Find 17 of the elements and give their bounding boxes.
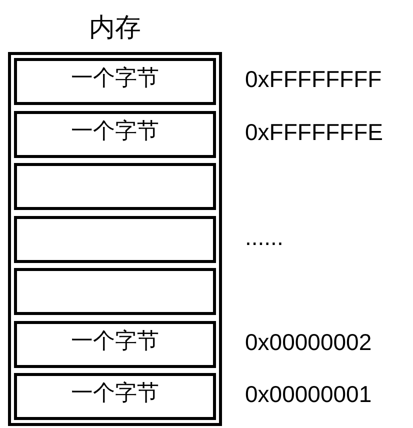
empty-cell [14,216,216,262]
address-label: 0xFFFFFFFF [245,65,382,94]
memory-cell [14,110,216,158]
address-label: 0x00000001 [245,380,372,409]
empty-cell [14,163,216,210]
address-label: 0xFFFFFFFE [245,118,383,146]
memory-title: 内存 [88,12,142,45]
address-label: ...... [245,222,284,252]
cell-text: 一个字节 [70,118,160,146]
empty-cell [14,268,216,315]
cell-text: 一个字节 [70,65,160,93]
memory-cell [14,58,216,105]
cell-text: 一个字节 [70,380,160,408]
memory-cell [14,320,216,368]
cell-text: 一个字节 [70,328,160,356]
address-label: 0x00000002 [245,328,372,356]
memory-cell [14,373,216,420]
